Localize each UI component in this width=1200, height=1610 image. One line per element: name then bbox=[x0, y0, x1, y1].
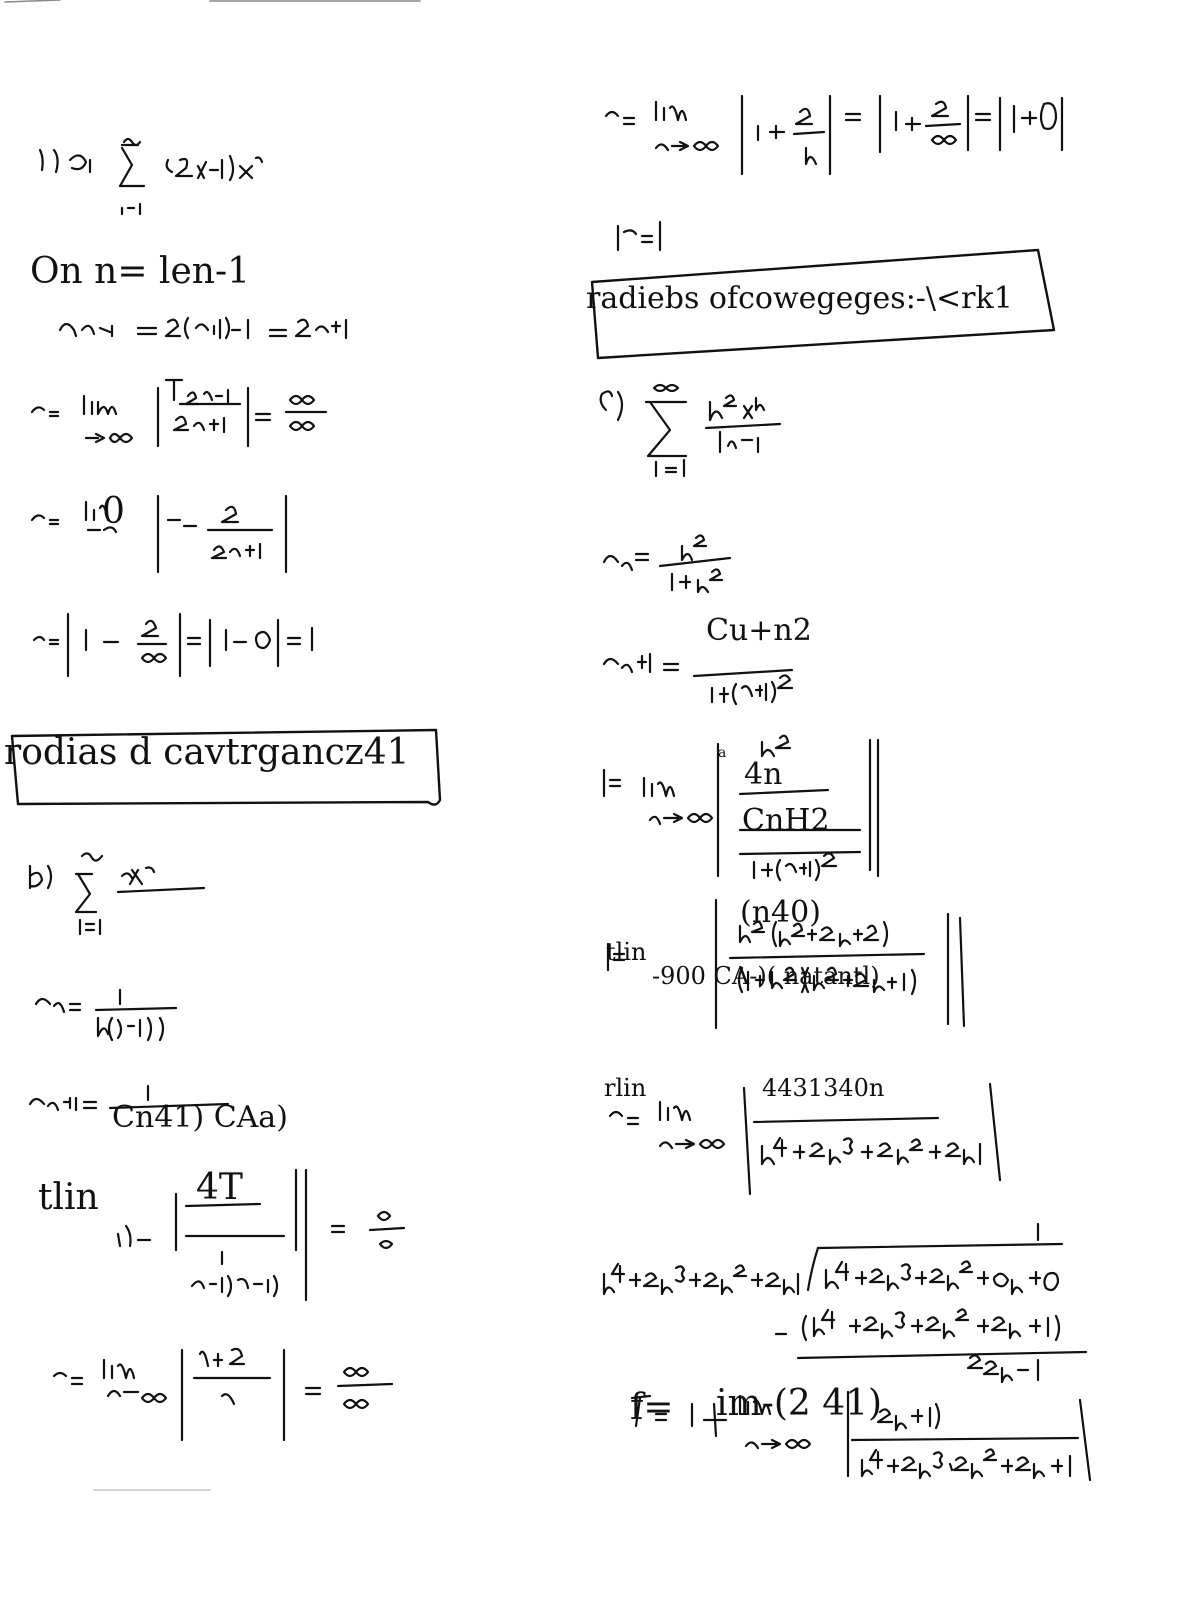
right-radius-box-text: radiebs ofcowegeges:-\<rk1 bbox=[586, 281, 1013, 316]
final-r-text: f= bbox=[630, 1387, 674, 1428]
final-im-text: im-(2 41) bbox=[716, 1383, 883, 1424]
poly-numerator-text: 4431340n bbox=[762, 1074, 885, 1102]
left-radius-box-text: rodias d cavtrgancz41 bbox=[4, 732, 410, 773]
right-tlin-label: tlin bbox=[606, 938, 647, 966]
left-frac-top: 4T bbox=[196, 1167, 243, 1208]
on-line-text: On n= len-1 bbox=[30, 251, 251, 292]
frac-4n-text: 4n bbox=[744, 757, 783, 792]
zero-subscript: 0 bbox=[102, 491, 125, 532]
an1-result-text: Cn41) CAa) bbox=[112, 1100, 288, 1135]
long-denominator-text: -900 CA-)( natantl) bbox=[652, 962, 880, 990]
left-limit-label: tlin bbox=[38, 1177, 99, 1218]
frac-cnh2-text: CnH2 bbox=[742, 803, 830, 838]
small-a-text: a bbox=[718, 745, 727, 761]
an1-numerator-text: Cu+n2 bbox=[706, 613, 812, 648]
right-rlin-label: rlin bbox=[604, 1074, 647, 1102]
n40-text: (n40) bbox=[740, 895, 821, 930]
